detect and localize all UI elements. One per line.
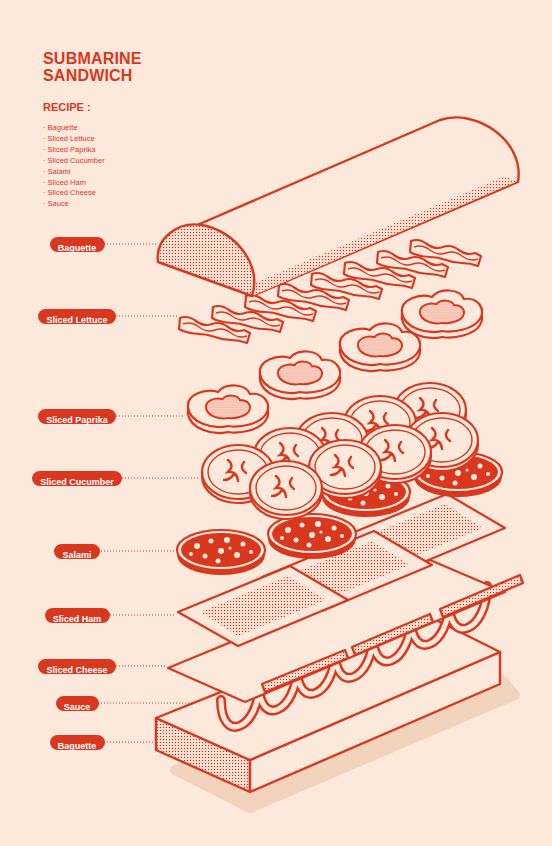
part-name: Baguette (51, 739, 104, 754)
part-name: Salami (55, 548, 98, 563)
paprika-part (260, 351, 340, 399)
recipe-item: · Salami (43, 167, 71, 176)
part-name: Sliced Lettuce (39, 313, 114, 328)
cheese-part (440, 575, 523, 617)
paprika-part (340, 323, 420, 371)
part-label: Sliced Cucumber (32, 471, 122, 486)
part-name: Baguette (51, 241, 104, 256)
ham (178, 494, 505, 646)
lettuce-part (179, 317, 250, 343)
cheese-part (262, 650, 348, 692)
part-name: Sauce (57, 700, 98, 715)
recipe-item: · Sauce (43, 199, 69, 208)
recipe-item: · Sliced Cucumber (43, 156, 105, 165)
part-label: Sliced Lettuce (38, 309, 116, 324)
part-name: Sliced Paprika (39, 413, 115, 428)
title: SUBMARINE SANDWICH (43, 50, 173, 84)
recipe-item: · Sliced Cheese (43, 188, 96, 197)
part-label: Sliced Ham (45, 608, 110, 623)
part-label: Sauce (56, 696, 99, 711)
cucumber-part (250, 461, 322, 519)
part-label: Baguette (50, 735, 105, 750)
part-label: Salami (54, 544, 100, 559)
part-name: Sliced Cucumber (33, 475, 121, 490)
paprika-part (188, 385, 268, 433)
top-baguette (158, 117, 519, 296)
paprika (188, 290, 482, 433)
top-baguette-part (252, 176, 516, 296)
recipe-item: · Sliced Ham (43, 178, 86, 187)
paprika-part (402, 290, 482, 338)
part-label: Baguette (50, 237, 105, 252)
recipe-heading: RECIPE : (43, 101, 91, 113)
cheese-part (352, 614, 433, 655)
salami-part (268, 514, 356, 559)
recipe-item: · Sliced Lettuce (43, 134, 95, 143)
part-name: Sliced Cheese (39, 663, 114, 678)
recipe-item: · Baguette (43, 123, 78, 132)
ham-part (178, 566, 348, 646)
recipe-item: · Sliced Paprika (43, 145, 96, 154)
top-baguette-part (158, 224, 254, 296)
part-label: Sliced Paprika (38, 409, 116, 424)
salami-part (177, 530, 265, 575)
part-name: Sliced Ham (46, 612, 109, 627)
part-label: Sliced Cheese (38, 659, 116, 674)
